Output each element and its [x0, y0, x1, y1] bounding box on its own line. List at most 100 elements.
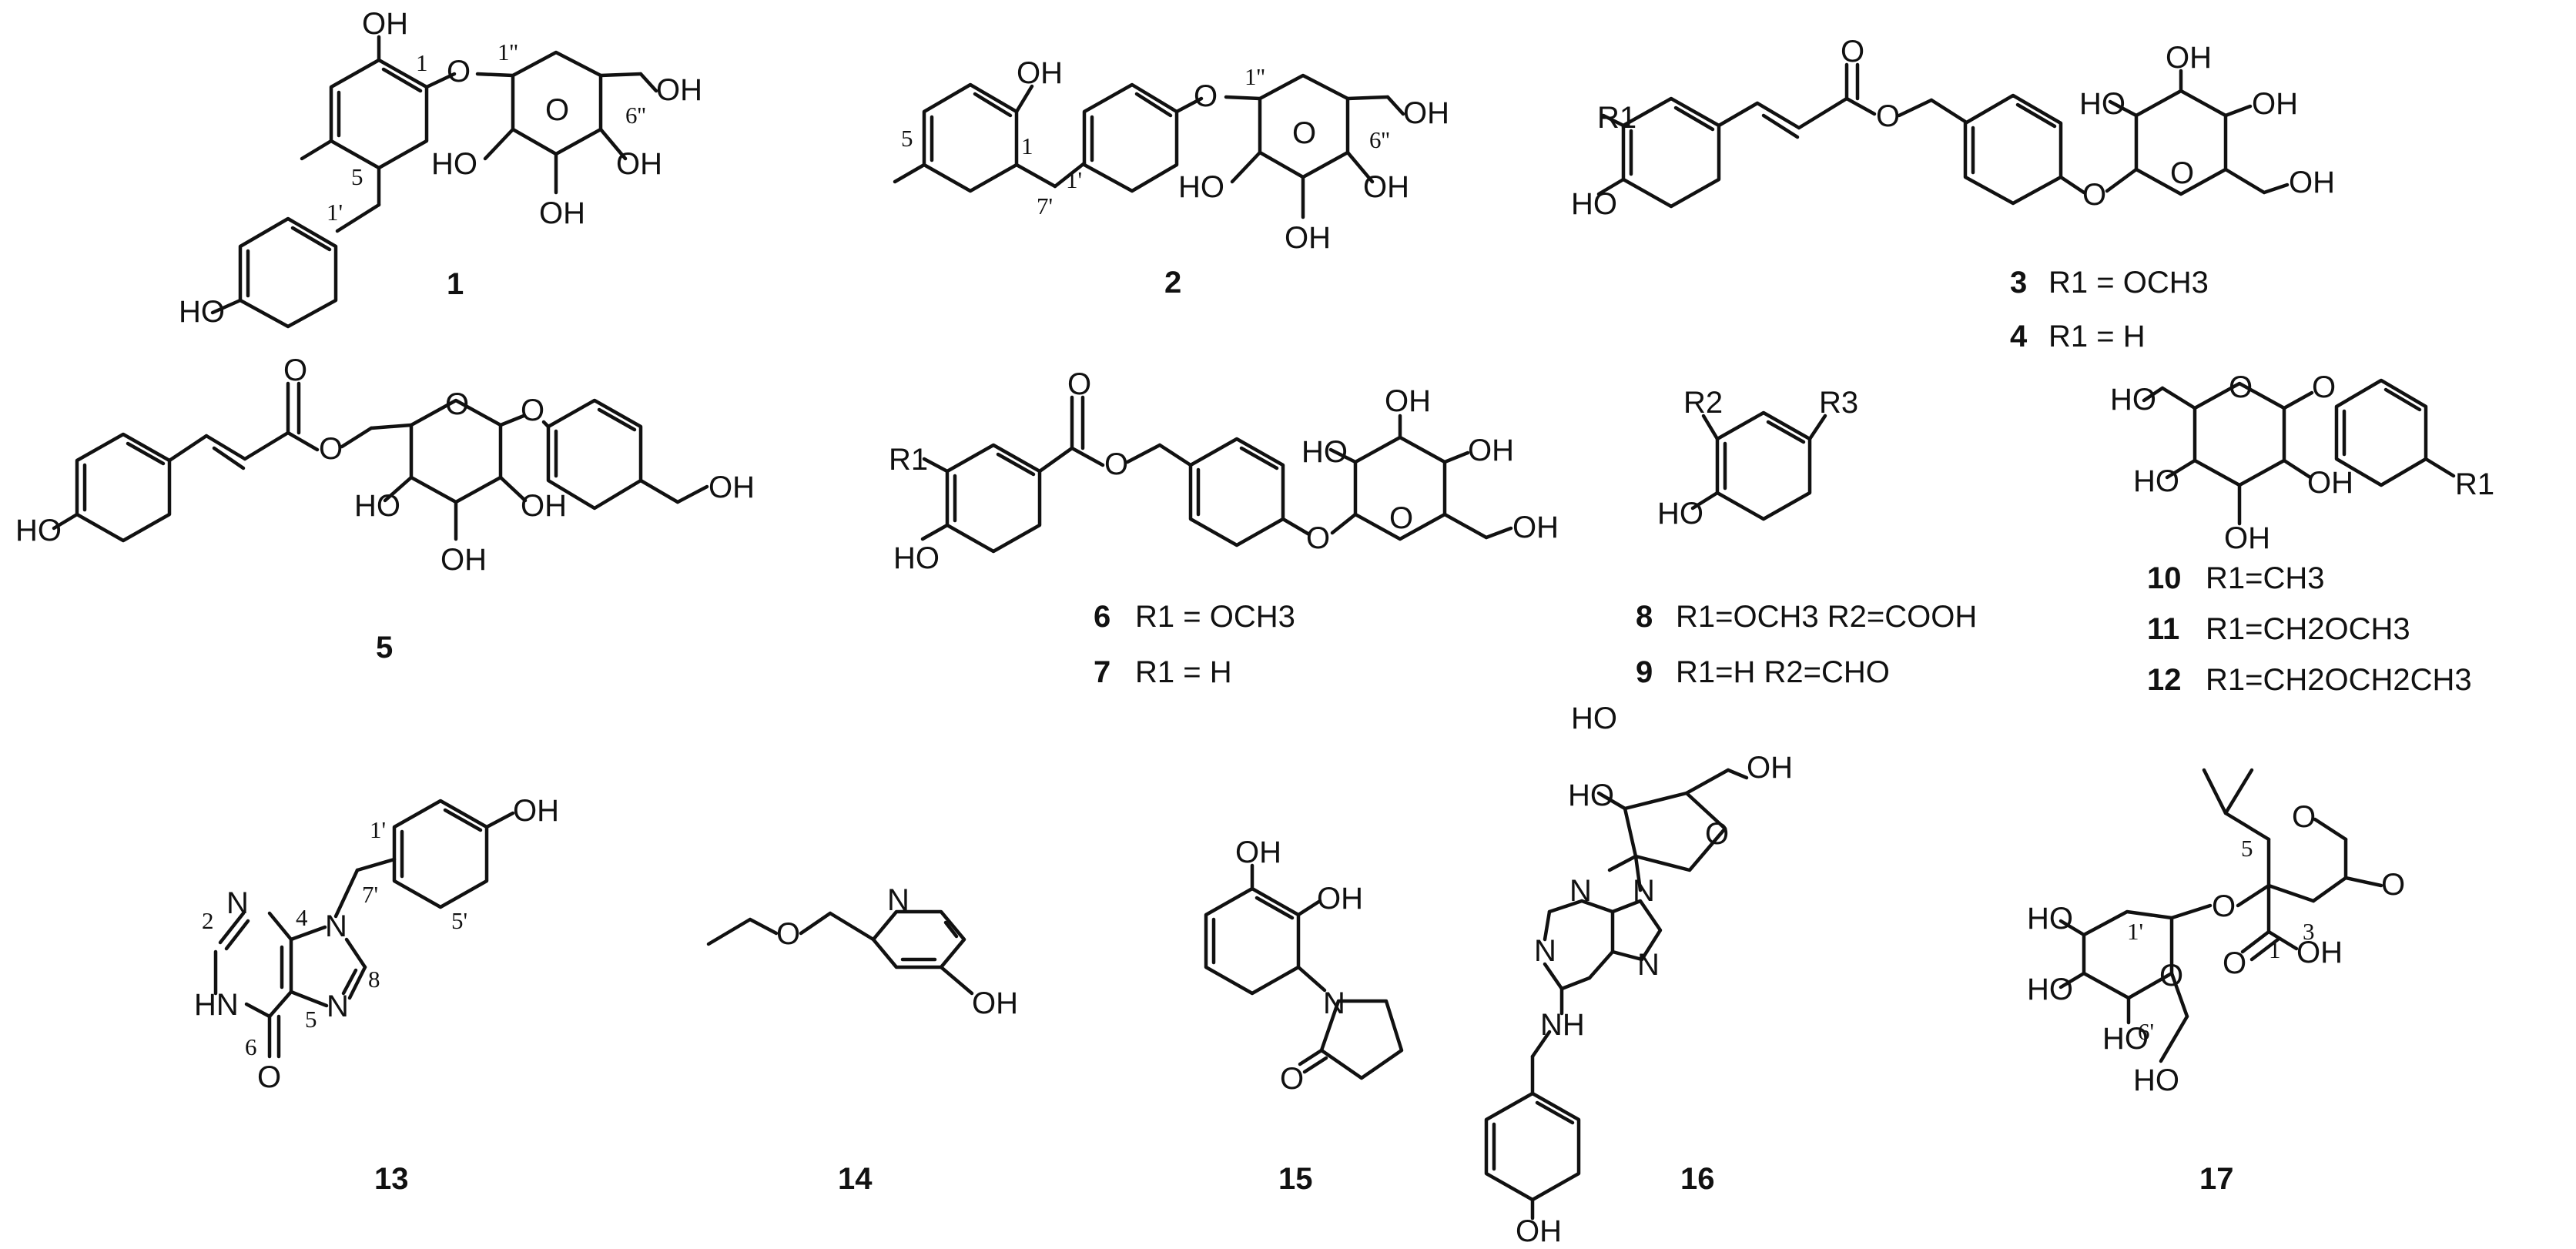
c13-pos-5p: 5': [451, 907, 467, 934]
c13-pos-1p: 1': [370, 816, 386, 843]
c13-atom-hn: HN: [194, 988, 239, 1022]
c5-atom-o-ester: O: [319, 432, 343, 466]
c17-pos-3: 3: [2303, 918, 2315, 945]
c16-atom-oh-5: OH: [1747, 751, 1793, 785]
c17-atom-ho-3: HO: [2027, 973, 2073, 1006]
c2-atom-oh-3: OH: [1285, 221, 1331, 255]
c6-atom-o-ester: O: [1104, 447, 1128, 481]
c10-atom-ho-4: HO: [2133, 464, 2179, 498]
c10-atom-o-ring: O: [2229, 370, 2253, 404]
compound-2-structure: [893, 73, 1405, 219]
c5-atom-oh-right: OH: [708, 470, 755, 504]
c17-atom-o-methoxy: O: [2292, 800, 2316, 834]
compound-1-structure: [210, 35, 658, 329]
c5-atom-o-ring: O: [445, 387, 469, 421]
c6-atom-r1: R1: [889, 443, 928, 477]
c2-atom-o-ring: O: [1292, 116, 1316, 150]
compound-17-structure: [2058, 768, 2383, 1063]
c3-atom-oh-3: OH: [2166, 41, 2212, 75]
c1-atom-o-link: O: [447, 55, 471, 89]
c3-atom-o-ring: O: [2170, 156, 2194, 190]
c2-pos-1pp: 1'': [1244, 63, 1265, 90]
c3-atom-oh-4: OH: [2252, 87, 2298, 121]
c13-atom-oh: OH: [513, 794, 559, 828]
c17-atom-o-ring: O: [2159, 959, 2183, 993]
c10-atom-ho-6: HO: [2110, 383, 2156, 417]
c5-atom-o-link: O: [521, 393, 544, 427]
c3-atom-o-link: O: [2082, 178, 2106, 212]
c2-atom-oh-4: OH: [1363, 170, 1409, 204]
c2-atom-oh-top: OH: [1017, 56, 1063, 90]
c6-atom-oh-6: OH: [1512, 511, 1559, 544]
compound-11-label: 11: [2147, 612, 2179, 646]
c3-atom-oh-6: OH: [2289, 166, 2335, 199]
c17-atom-o-ether: O: [2212, 889, 2236, 923]
c6-atom-ho-2: HO: [1301, 435, 1348, 469]
c13-pos-4: 4: [296, 904, 308, 931]
c16-atom-oh-bottom: OH: [1516, 1214, 1562, 1248]
c13-atom-n7: N: [327, 989, 349, 1023]
c13-atom-n1: N: [226, 886, 249, 920]
c1-atom-o-ring: O: [545, 93, 569, 127]
c15-atom-oh-1: OH: [1235, 835, 1281, 869]
compound-10-label: 10: [2147, 561, 2182, 595]
c1-atom-ho-bottom: HO: [179, 295, 225, 329]
compound-10-12-structure: [2142, 378, 2456, 526]
c16-atom-ho-3: HO: [1571, 702, 1617, 735]
compound-5-label: 5: [376, 631, 393, 665]
c6-atom-o-link: O: [1306, 521, 1330, 555]
c15-atom-oh-2: OH: [1317, 882, 1363, 916]
c3-atom-ho-2: HO: [2079, 87, 2125, 121]
compound-7-label: 7: [1094, 655, 1110, 689]
c2-pos-7p: 7': [1037, 193, 1053, 219]
c1-atom-ho-2: HO: [431, 147, 477, 181]
c10-atom-r1: R1: [2455, 467, 2494, 501]
compound-4-substituent: R1 = H: [2048, 320, 2146, 353]
compound-3-substituent: R1 = OCH3: [2048, 266, 2209, 300]
c17-pos-6p: 6': [2138, 1018, 2154, 1045]
c5-atom-ho-left: HO: [15, 514, 62, 547]
c1-pos-6pp: 6'': [625, 102, 646, 129]
c5-atom-ho-4: HO: [354, 489, 400, 523]
compound-12-label: 12: [2147, 663, 2182, 697]
compound-6-7-structure: [920, 395, 1513, 554]
c17-atom-oh-acid: OH: [2296, 936, 2343, 969]
c3-atom-o-carbonyl: O: [1841, 35, 1864, 69]
c1-pos-1p: 1': [327, 199, 343, 226]
c13-pos-5: 5: [305, 1006, 317, 1033]
compound-17-label: 17: [2199, 1162, 2234, 1196]
compound-11-substituent: R1=CH2OCH3: [2206, 612, 2410, 646]
c17-atom-ho-4: HO: [2102, 1022, 2149, 1056]
c16-atom-ho-2: HO: [1568, 779, 1614, 812]
compound-8-9-structure: [1690, 410, 1827, 521]
compound-7-substituent: R1 = H: [1135, 655, 1232, 689]
c13-atom-o: O: [257, 1060, 281, 1094]
compound-6-label: 6: [1094, 600, 1110, 634]
c1-atom-oh-top: OH: [362, 7, 408, 41]
c13-pos-8: 8: [368, 966, 380, 993]
c3-atom-ho: HO: [1571, 187, 1617, 221]
c17-pos-1: 1: [2269, 936, 2281, 963]
compound-13-structure: [213, 799, 515, 1059]
c1-atom-oh-6: OH: [656, 73, 702, 107]
compound-6-substituent: R1 = OCH3: [1135, 600, 1295, 634]
compound-14-structure: [706, 909, 974, 996]
c10-atom-oh-2: OH: [2307, 466, 2353, 500]
c15-atom-n: N: [1323, 986, 1345, 1020]
c1-pos-1pp: 1'': [497, 39, 518, 65]
c2-pos-1: 1: [1021, 132, 1033, 159]
c6-atom-o-carbonyl: O: [1067, 367, 1091, 401]
c16-atom-n1: N: [1534, 934, 1556, 968]
compound-1-label: 1: [447, 267, 464, 301]
c1-pos-1: 1: [416, 49, 428, 76]
compound-9-substituent: R1=H R2=CHO: [1676, 655, 1890, 689]
compound-8-label: 8: [1636, 600, 1653, 634]
c6-atom-ho: HO: [893, 541, 940, 575]
compound-15-label: 15: [1278, 1162, 1313, 1196]
c14-atom-n: N: [887, 883, 909, 917]
c2-atom-oh-6: OH: [1403, 96, 1449, 130]
c13-pos-6: 6: [245, 1033, 257, 1060]
c2-atom-ho-2: HO: [1178, 170, 1224, 204]
